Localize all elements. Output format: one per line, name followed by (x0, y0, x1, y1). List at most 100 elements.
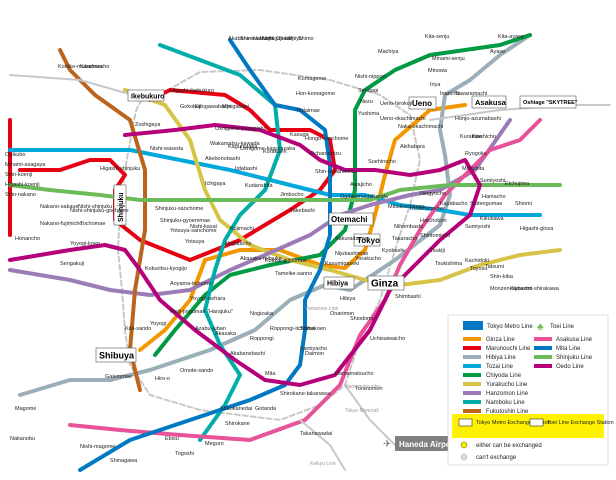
hanzomon-line (8, 118, 512, 297)
svg-text:Oshiage "SKYTREE": Oshiage "SKYTREE" (523, 100, 578, 106)
svg-text:Tokyo: Tokyo (357, 236, 380, 245)
station-label: Akabane-iwabuchi (228, 36, 273, 42)
station-label: Kayabacho (440, 201, 468, 207)
station-label: Shiomi (515, 201, 532, 207)
station-label: Minowa (428, 68, 448, 74)
station-label: Gokokuji (180, 104, 201, 110)
station-label: Ushigome-kagurazaka (240, 146, 296, 152)
station-label: Ryogoku (465, 151, 487, 157)
legend-exchange-toei: Toei Line Exchange Station (547, 420, 614, 426)
station-label: Kasuga (290, 132, 310, 138)
station-label: Machiya (378, 49, 399, 55)
svg-text:Shibuya: Shibuya (99, 351, 135, 361)
station-label: Hamacho (482, 194, 506, 200)
station-label: Akasaka (215, 331, 237, 337)
ginza-line (138, 103, 467, 352)
station-label: Hon-komagome (296, 91, 335, 97)
station-label: Ogikubo (5, 152, 26, 158)
station-label: Iriya (430, 82, 441, 88)
oedo-line (8, 123, 482, 387)
station-label: Ebisu (165, 436, 179, 442)
station-label: Shin-kiba (490, 274, 514, 280)
station-label: Tochomae (80, 221, 105, 227)
station-label: Ichigaya (205, 181, 226, 187)
station-label: Shiodome (350, 316, 375, 322)
station-label: Yurakucho (355, 256, 381, 262)
station-label: Nishi-shinjuku-gochome (70, 208, 129, 214)
station-label: Nishi-nippori (355, 74, 386, 80)
legend-line-label: Mita Line (556, 346, 581, 352)
station-label: Yotsuya-sanchome (170, 228, 217, 234)
legend-swatch (534, 346, 552, 350)
station-label: Monzen-nakacho (490, 286, 532, 292)
station-label: Gaiemmae (105, 374, 132, 380)
station-label: Minami-asagaya (5, 162, 46, 168)
legend-swatch (534, 364, 552, 368)
station-label: Oji (288, 36, 295, 42)
yurakucho-line (123, 88, 562, 287)
station-ueno: Ueno (408, 96, 437, 110)
hibiya-line (18, 33, 532, 397)
legend-swatch (463, 346, 481, 350)
station-label: Kuramae (460, 134, 482, 140)
station-label: Shin-ochanomizu (315, 169, 358, 175)
station-label: Yoyogi-koen (70, 241, 100, 247)
station-label: Shimo (298, 36, 314, 42)
station-label: Onarimon (330, 311, 354, 317)
station-label: Toyosu (470, 266, 487, 272)
station-ikebukuro: Ikebukuro (127, 89, 164, 102)
station-label: Higashi-ikebukuro (170, 88, 214, 94)
chiyoda-line (153, 33, 532, 357)
station-label: Inaricho (440, 91, 460, 97)
station-label: Tsukishima (435, 261, 463, 267)
station-label: Kita-sando (125, 326, 151, 332)
station-label: Hibiya (340, 296, 356, 302)
legend-line-label: Asakusa Line (556, 337, 593, 343)
legend-metro-title: Tokyo Metro Line (487, 324, 533, 330)
station-label: Suehirocho (368, 159, 396, 165)
station-label: Aoyama-itchome (170, 281, 211, 287)
station-label: Yoyogi (150, 321, 166, 327)
station-label: Mitsukoshimae (388, 204, 425, 210)
station-label: Kita-senju (425, 34, 449, 40)
legend-line-label: Shinjuku Line (556, 355, 593, 361)
svg-text:Shinjuku: Shinjuku (118, 192, 125, 222)
station-label: Honjo-azumabashi (455, 116, 501, 122)
legend-line-label: Namboku Line (486, 400, 525, 406)
legend-swatch (463, 337, 481, 341)
station-label: Kanamecho (80, 64, 109, 70)
station-label: Omote-sando (180, 368, 213, 374)
station-label: Shinagawa (110, 458, 138, 464)
legend-toei-title: Toei Line (550, 324, 575, 330)
station-label: Kokkai-gijidomae (265, 258, 307, 264)
station-skytree: Oshiage "SKYTREE" (519, 95, 578, 109)
marunouchi-line (8, 88, 337, 262)
station-label: Naka-okachimachi (398, 124, 443, 130)
legend-swatch (463, 373, 481, 377)
station-label: Kiyosumi-shirakawa (510, 286, 560, 292)
station-label: Nishigahara (262, 36, 292, 42)
legend-line-label: Marunouchi Line (486, 346, 531, 352)
legend-line-label: Ginza Line (486, 337, 515, 343)
legend-line-label: Hanzomon Line (486, 391, 529, 397)
station-label: Shinjuku-sanchome (155, 206, 203, 212)
legend-line-label: Hibiya Line (486, 355, 516, 361)
station-label: Morishita (462, 166, 485, 172)
svg-text:Hibiya: Hibiya (327, 281, 348, 288)
legend-line-label: Tozai Line (486, 364, 514, 370)
station-label: Nishi-shinjuku (78, 204, 112, 210)
legend-line-label: Fukutoshin Line (486, 409, 529, 415)
station-label: Sumiyoshi (480, 178, 505, 184)
svg-text:Otemachi: Otemachi (331, 215, 367, 224)
station-label: Etchujima (505, 181, 530, 187)
station-label: Magome (15, 406, 36, 412)
station-label: Shirokane (225, 421, 250, 427)
station-label: Meguro (205, 441, 224, 447)
legend-line-label: Yurakucho Line (486, 382, 528, 388)
hamamatsucho-label: Hamamatsucho (345, 384, 380, 390)
station-label: Ayase (490, 49, 505, 55)
legend-swatch (463, 391, 481, 395)
station-label: Sendagi (358, 88, 378, 94)
